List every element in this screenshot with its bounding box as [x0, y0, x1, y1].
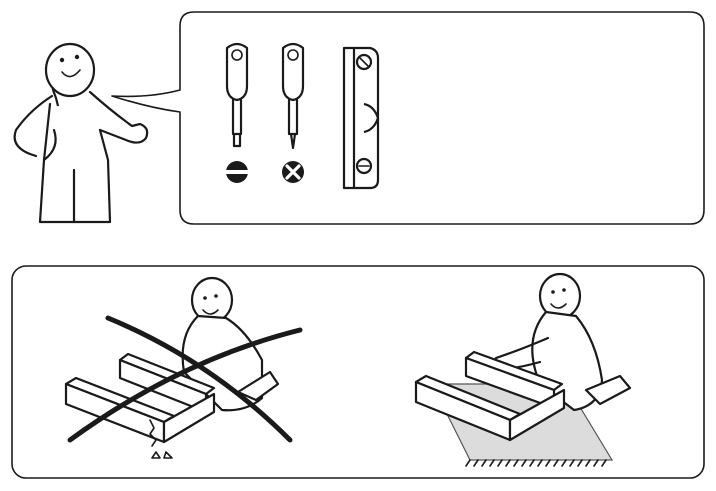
- spirit-level-icon: [342, 46, 380, 190]
- speech-bubble: [111, 11, 705, 225]
- wrong-hard-floor-icon: [64, 276, 280, 459]
- assembly-surface-panel: [11, 265, 705, 479]
- correct-rug-icon: [414, 272, 632, 467]
- cross-head-symbol-icon: [282, 161, 304, 183]
- flat-screwdriver-icon: [225, 42, 249, 148]
- pointing-person-figure: [13, 42, 149, 224]
- smile: [61, 69, 81, 78]
- flathead-symbol-icon: [225, 161, 249, 183]
- tools-panel: [111, 11, 705, 225]
- phillips-screwdriver-icon: [281, 42, 305, 150]
- cross-out-icon: [67, 315, 303, 443]
